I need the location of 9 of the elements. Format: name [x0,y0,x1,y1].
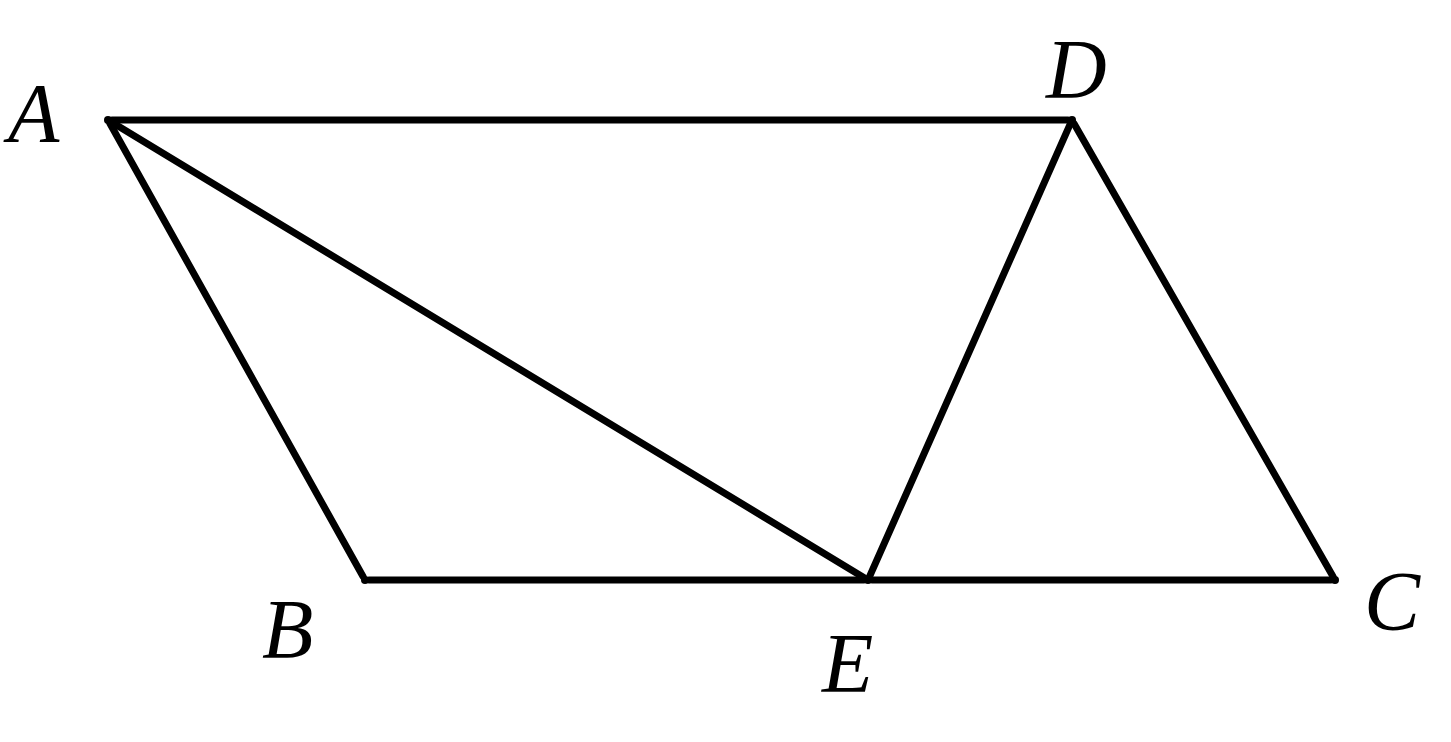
vertex-point [1331,576,1339,584]
vertex-label: B [261,588,315,672]
vertex-label: D [1044,28,1108,112]
vertex-point [361,576,369,584]
vertex-label: C [1363,560,1422,644]
line-segment [866,120,1074,580]
vertex-label: A [0,72,68,156]
vertex-point [104,116,112,124]
vertex-label: E [820,622,875,706]
